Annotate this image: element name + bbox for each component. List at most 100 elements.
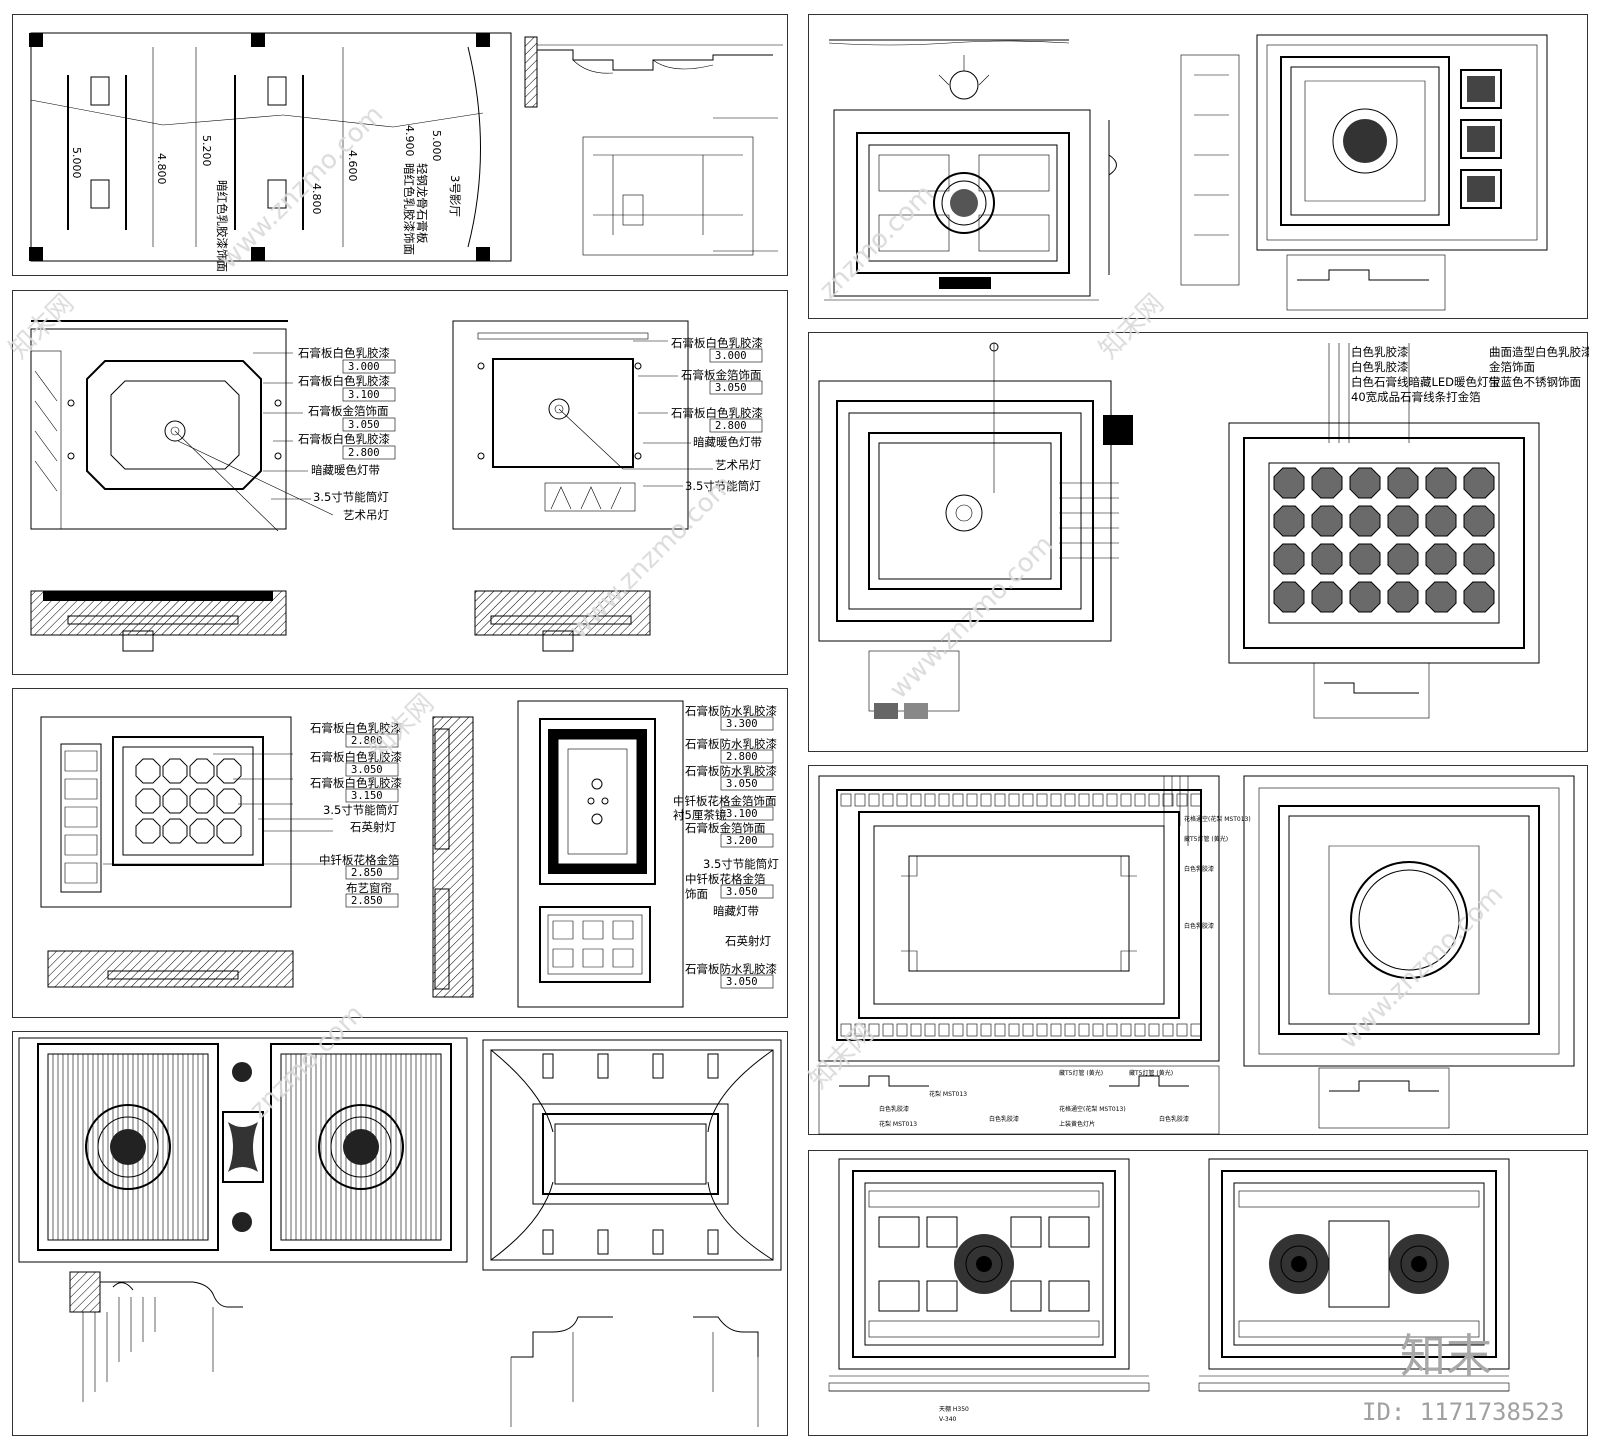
octagon-panel [1387,467,1419,499]
lattice-cell [1078,793,1090,807]
height-label-1: 4.800 [155,153,168,185]
b-left-value-3: 2.800 [348,447,380,459]
octagon-panel [1311,505,1343,537]
octagon-panel [216,818,242,844]
g-label-5: 藏T5灯管 (黄光) [1129,1069,1173,1077]
octagon-panel [216,758,242,784]
octagon-panel [1463,543,1495,575]
octagon-panel [162,758,188,784]
octagon-panel [1349,505,1381,537]
octagon-panel [162,788,188,814]
sheet-a-cinema-hall: 5.000 4.800 5.200 4.800 4.600 4.900 5.00… [12,14,788,276]
note-line-1: 轻钢龙骨石膏板 [415,163,429,244]
octagon-panel [189,758,215,784]
g-label-4: 藏T5灯管 (黄光) [1059,1069,1103,1077]
b-left-value-2: 3.050 [348,419,380,431]
sheet-c-octagon-ceilings: 石膏板白色乳胶漆 2.800 石膏板白色乳胶漆 3.050 石膏板白色乳胶漆 3… [12,688,788,1018]
height-label-4: 4.600 [346,150,359,182]
b-left-label-3: 石膏板白色乳胶漆 [298,432,390,446]
octagon-panel [1349,467,1381,499]
octagon-panel [1463,505,1495,537]
lattice-cell [882,793,894,807]
lattice-cell [1176,1023,1188,1037]
lattice-cell [896,793,908,807]
b-left-label-2: 石膏板金箔饰面 [308,404,389,418]
lattice-cell [1134,793,1146,807]
octagon-panel [1425,581,1457,613]
j-label-1: V-340 [939,1416,957,1423]
f-label-5: 金箔饰面 [1489,360,1535,374]
b-left-label-6: 艺术吊灯 [343,508,389,522]
sheet-j-medallion-ceilings: 天棚 H350 V-340 [808,1150,1588,1436]
f-label-2: 白色石膏线暗藏LED暖色灯带 [1351,375,1500,389]
c-right-value-0: 3.300 [726,718,758,730]
lattice-cell [1036,793,1048,807]
c-left-value-0: 2.800 [351,735,383,747]
f-label-4: 曲面造型白色乳胶漆 [1489,345,1589,359]
lattice-cell [1022,793,1034,807]
lattice-cell [1022,1023,1034,1037]
lattice-cell [1106,793,1118,807]
f-label-6: 宝蓝色不锈钢饰面 [1489,375,1581,389]
lattice-cell [1050,1023,1062,1037]
g-label-9: 白色乳胶漆 [989,1115,1019,1123]
b-right-label-1: 石膏板金箔饰面 [681,368,762,382]
lattice-cell [1078,1023,1090,1037]
lattice-cell [1092,793,1104,807]
room-note: 3号影厅 [448,175,462,217]
lattice-cell [840,1023,852,1037]
lattice-cell [882,1023,894,1037]
g-label-0: 花格通空(花梨 MST013) [1184,815,1251,823]
c-right-label-6: 3.5寸节能筒灯 [703,857,779,871]
lattice-cell [854,793,866,807]
g-label-7: 白色乳胶漆 [879,1105,909,1113]
g-label-8: 花梨 MST013 [879,1120,917,1128]
b-right-label-4: 艺术吊灯 [715,458,761,472]
lattice-cell [868,1023,880,1037]
b-right-value-1: 3.050 [715,382,747,394]
b-left-value-1: 3.100 [348,389,380,401]
c-right-label-3: 中钎板花格金箔饰面 [673,794,777,808]
c-left-label-2: 石膏板白色乳胶漆 [310,776,402,790]
b-right-label-3: 暗藏暖色灯带 [693,435,762,449]
lattice-cell [1148,793,1160,807]
octagon-panel [1387,505,1419,537]
octagon-panel [1349,581,1381,613]
height-label-5: 4.900 [403,125,416,157]
lattice-cell [994,793,1006,807]
lattice-cell [1008,1023,1020,1037]
g-label-10: 花格通空(花梨 MST013) [1059,1105,1126,1113]
b-right-label-5: 3.5寸节能筒灯 [685,479,761,493]
c-right-label-4: 衬5厘茶镜 [673,808,727,822]
octagon-panel [135,788,161,814]
lattice-cell [994,1023,1006,1037]
height-label-0: 5.000 [70,147,83,179]
lattice-cell [1050,793,1062,807]
lattice-cell [1120,1023,1132,1037]
c-right-label-11: 石膏板防水乳胶漆 [685,962,777,976]
c-left-value-5: 2.850 [351,867,383,879]
j-label-0: 天棚 H350 [939,1405,969,1413]
height-label-6: 5.000 [430,130,443,162]
f-label-0: 白色乳胶漆 [1351,345,1409,359]
lattice-cell [966,793,978,807]
g-label-12: 白色乳胶漆 [1159,1115,1189,1123]
octagon-panel [1425,467,1457,499]
b-right-value-2: 2.800 [715,420,747,432]
c-left-label-3: 3.5寸节能筒灯 [323,803,399,817]
c-right-value-2: 3.050 [726,778,758,790]
c-left-label-4: 石英射灯 [350,820,396,834]
c-left-value-2: 3.150 [351,790,383,802]
octagon-panel [1387,581,1419,613]
b-left-label-0: 石膏板白色乳胶漆 [298,346,390,360]
lattice-cell [1064,1023,1076,1037]
f-label-1: 白色乳胶漆 [1351,360,1409,374]
c-left-label-5: 中钎板花格金箔 [319,853,400,867]
c-right-label-7: 中钎板花格金箔 [685,872,766,886]
lattice-cell [1176,793,1188,807]
lattice-cell [952,793,964,807]
b-right-value-0: 3.000 [715,350,747,362]
c-right-value-1: 2.800 [726,751,758,763]
lattice-cell [840,793,852,807]
lattice-cell [1190,793,1202,807]
